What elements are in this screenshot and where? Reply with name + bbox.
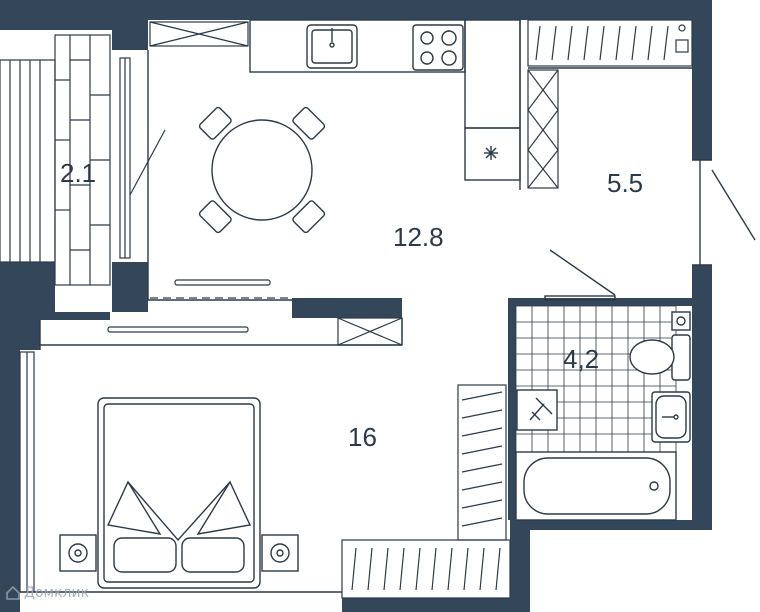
watermark-text: Домклик [24,585,90,601]
wall-right-upper [692,0,712,160]
walls [0,0,712,612]
room-labels: 2.1 12.8 5.5 4,2 16 [60,158,643,452]
nightstand-lamp-icon [59,534,97,572]
toilet-icon [629,334,691,381]
house-logo-icon [6,586,20,600]
bathroom-door [544,249,616,301]
nightstand-lamp-icon [261,534,299,572]
room-area-kitchen-living: 12.8 [393,222,444,252]
wall-right-lower [692,265,712,530]
room-area-bedroom: 16 [348,422,377,452]
wall-left-lower [0,350,20,612]
bedroom-wardrobe-right [457,384,507,541]
room-area-hall: 5.5 [607,168,643,198]
wall-bottom-right [510,520,712,612]
fridge-icon [484,146,498,160]
loggia-deck [0,34,166,286]
watermark: Домклик [6,585,89,601]
vent-box [149,21,249,47]
room-area-bathroom: 4,2 [563,344,599,374]
bed-icon [59,397,299,589]
dining-table-icon [198,106,326,234]
wall-left-mid [0,262,55,350]
closet-box [337,317,403,346]
wall-bath-top [508,298,692,306]
sink-icon [306,24,358,69]
sliding-doors [107,279,290,333]
wall-top-left [0,0,148,50]
stove-icon [412,24,464,71]
floor-drain-icon [516,389,558,431]
wall-bath-left [508,298,516,520]
hall-wardrobe [527,19,693,189]
wall-bottom-bedroom [342,598,510,612]
wall-partition-right [292,298,402,318]
kitchen [249,19,521,181]
room-area-loggia: 2.1 [60,158,96,188]
wall-partition-bedroom [40,312,110,320]
bathroom-fixtures [515,311,691,521]
washbasin-icon [651,391,691,443]
bedroom-wardrobe-bottom [341,539,511,599]
wall-left-mid2 [112,262,148,312]
bathtub-icon [515,451,677,521]
wall-top [148,0,712,20]
bedroom-window [19,351,35,593]
entrance-door [692,159,756,266]
